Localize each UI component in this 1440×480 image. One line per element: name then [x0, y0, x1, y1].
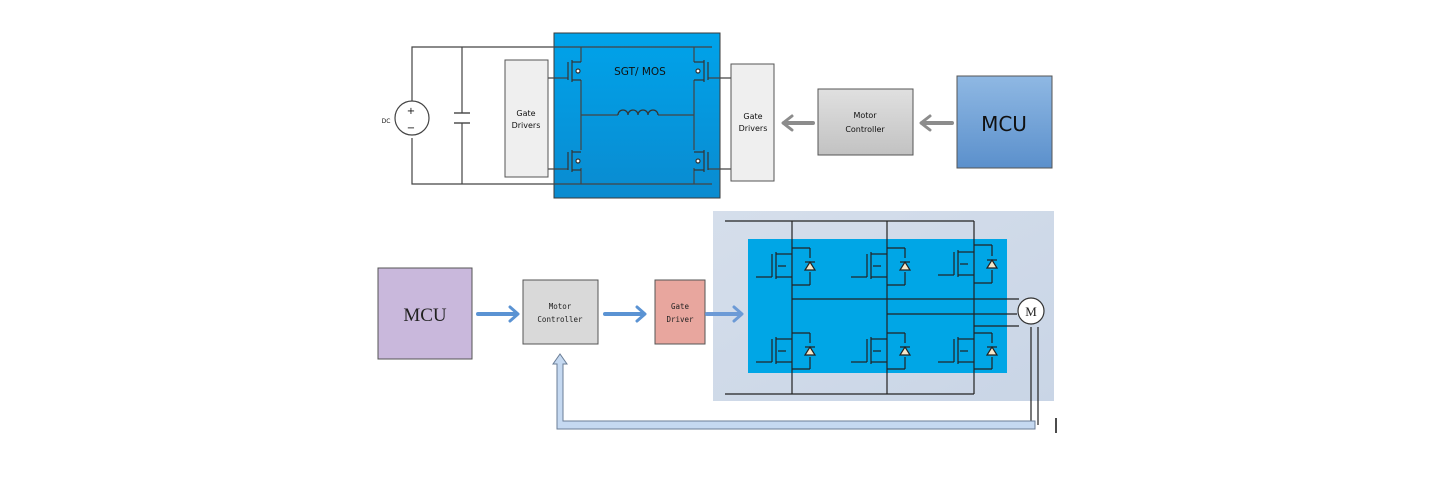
- sgt-mos-bridge-block: [553, 32, 721, 199]
- igbt-icon: [851, 247, 912, 286]
- left-gate-drivers-box: Gate Drivers: [504, 59, 549, 178]
- mosfet-icon: [567, 150, 581, 172]
- dc-source: + − DC: [382, 100, 430, 136]
- dc-source-icon: [394, 100, 430, 136]
- igbt-icon: [756, 247, 817, 286]
- top-motor-controller-label-line2: Controller: [845, 125, 885, 134]
- right-gate-drivers-label-line2: Drivers: [739, 124, 768, 133]
- igbt-cells: [756, 244, 999, 370]
- arrow-right-icon: [476, 305, 520, 323]
- right-gate-drivers-box: Gate Drivers: [730, 63, 775, 182]
- igbt-icon: [938, 244, 999, 284]
- bottom-mcu-label: MCU: [403, 305, 447, 326]
- top-diagram: SGT/ MOS + − DC Gate Drivers Gate Driver…: [382, 32, 1053, 199]
- dc-source-label: DC: [382, 118, 391, 125]
- inverter-wiring: [725, 220, 1039, 425]
- motor-icon: [1017, 297, 1045, 325]
- top-mcu-box: MCU: [956, 75, 1053, 169]
- dc-bus-wiring: [411, 46, 731, 185]
- top-motor-controller-box: Motor Controller: [817, 88, 914, 156]
- mosfet-icon: [694, 60, 709, 82]
- motor: M: [1017, 297, 1045, 325]
- feedback-arrow: [552, 353, 1036, 430]
- mosfet-icon: [694, 150, 709, 172]
- bottom-gate-driver-box: Gate Driver: [654, 279, 706, 345]
- bottom-gate-driver-label-line1: Gate: [671, 302, 690, 311]
- left-gate-drivers-label-line1: Gate: [516, 109, 535, 118]
- dc-minus-sign: −: [407, 123, 415, 134]
- top-motor-controller-label-line1: Motor: [853, 111, 877, 120]
- arrow-right-icon: [603, 305, 647, 323]
- bottom-gate-driver-label-line2: Driver: [666, 315, 694, 324]
- inverter-bridge-block: [748, 239, 1007, 373]
- mosfet-icon: [567, 60, 581, 82]
- igbt-icon: [851, 332, 912, 370]
- dc-plus-sign: +: [407, 106, 415, 117]
- top-mcu-label: MCU: [981, 112, 1027, 136]
- bottom-motor-controller-label-line2: Controller: [537, 315, 583, 324]
- right-gate-drivers-label-line1: Gate: [743, 112, 762, 121]
- arrow-left-icon: [781, 114, 815, 132]
- motor-label: M: [1025, 304, 1037, 319]
- arrow-right-icon: [705, 305, 744, 323]
- bottom-motor-controller-label-line1: Motor: [549, 302, 572, 311]
- capacitor-icon: [454, 112, 470, 124]
- arrow-left-icon: [919, 114, 954, 132]
- igbt-icon: [756, 332, 817, 370]
- left-gate-drivers-label-line2: Drivers: [512, 121, 541, 130]
- bridge-label: SGT/ MOS: [614, 66, 666, 78]
- bottom-motor-controller-box: Motor Controller: [522, 279, 599, 345]
- inductor-icon: [617, 109, 659, 116]
- bottom-mcu-box: MCU: [377, 267, 473, 360]
- igbt-icon: [938, 332, 999, 370]
- bottom-diagram: MCU Motor Controller Gate Driver: [377, 211, 1057, 433]
